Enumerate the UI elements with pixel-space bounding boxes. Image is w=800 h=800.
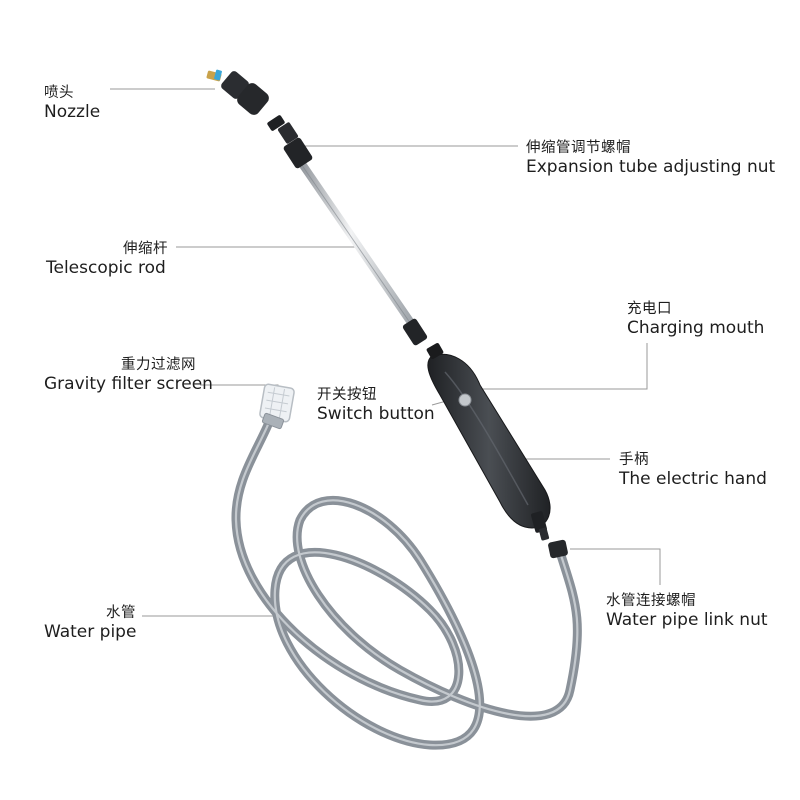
filter-screen-part: [259, 383, 295, 430]
lower-rod-nut-part: [402, 318, 428, 346]
label-filter-screen: 重力过滤网 Gravity filter screen: [44, 356, 213, 394]
label-water-pipe: 水管 Water pipe: [44, 604, 136, 642]
handle-part: [426, 343, 551, 529]
label-handle-en: The electric hand: [619, 469, 767, 489]
label-telescopic-rod-en: Telescopic rod: [46, 258, 166, 278]
label-charging-mouth-en: Charging mouth: [627, 318, 765, 338]
label-switch-button-zh: 开关按钮: [317, 387, 377, 403]
label-handle-zh: 手柄: [619, 452, 649, 468]
adjusting-nut-part: [267, 115, 313, 169]
label-water-pipe-en: Water pipe: [44, 622, 137, 642]
label-adjusting-nut: 伸缩管调节螺帽 Expansion tube adjusting nut: [526, 139, 775, 177]
label-filter-screen-zh: 重力过滤网: [121, 357, 196, 373]
nozzle-part: [206, 69, 269, 115]
label-switch-button: 开关按钮 Switch button: [317, 386, 435, 424]
label-telescopic-rod: 伸缩杆 Telescopic rod: [46, 240, 168, 278]
label-handle: 手柄 The electric hand: [619, 451, 767, 489]
label-pipe-link-nut-zh: 水管连接螺帽: [606, 593, 696, 609]
leader-pipe-link-nut: [570, 548, 661, 585]
label-charging-mouth-zh: 充电口: [627, 301, 672, 317]
switch-button-part: [458, 393, 472, 407]
label-switch-button-en: Switch button: [317, 404, 435, 424]
label-adjusting-nut-zh: 伸缩管调节螺帽: [526, 140, 631, 156]
pipe-link-nut-part: [531, 511, 568, 559]
label-water-pipe-zh: 水管: [106, 605, 136, 621]
label-pipe-link-nut: 水管连接螺帽 Water pipe link nut: [606, 592, 768, 630]
label-adjusting-nut-en: Expansion tube adjusting nut: [526, 157, 776, 177]
hose-highlight: [234, 418, 579, 747]
label-filter-screen-en: Gravity filter screen: [44, 374, 213, 394]
water-pipe-hose: [231, 415, 582, 750]
label-nozzle-zh: 喷头: [44, 85, 74, 101]
label-nozzle: 喷头 Nozzle: [44, 84, 100, 122]
telescopic-rod-part: [294, 154, 420, 334]
label-telescopic-rod-zh: 伸缩杆: [123, 241, 168, 257]
label-nozzle-en: Nozzle: [44, 102, 101, 122]
label-pipe-link-nut-en: Water pipe link nut: [606, 610, 768, 630]
leader-charging-mouth: [475, 343, 648, 390]
label-charging-mouth: 充电口 Charging mouth: [627, 300, 764, 338]
